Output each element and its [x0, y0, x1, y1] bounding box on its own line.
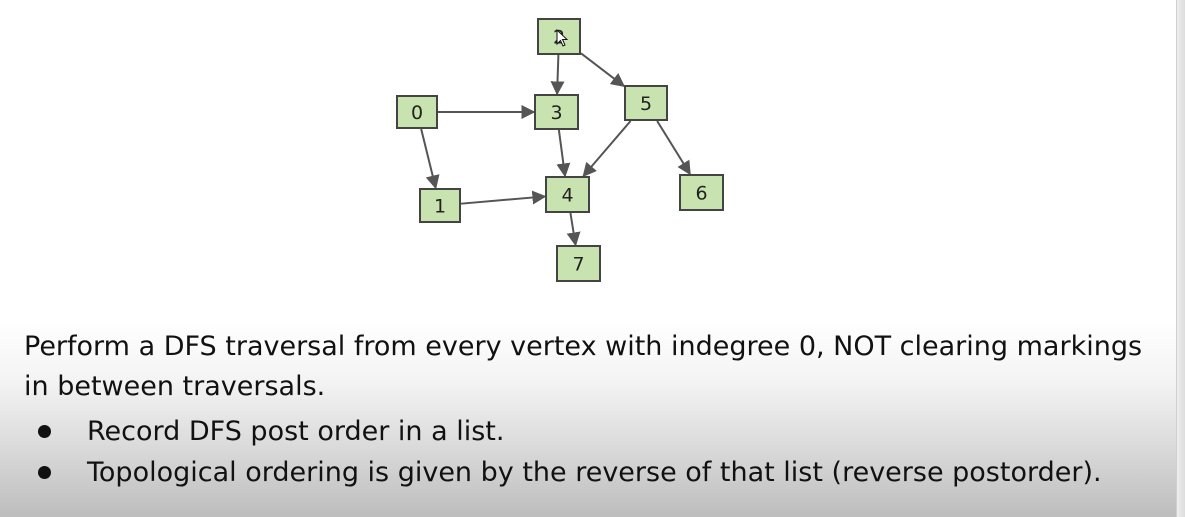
node-7: 7 [556, 245, 601, 282]
bullet-icon [38, 466, 51, 479]
node-label: 7 [572, 254, 584, 276]
node-3: 3 [534, 94, 579, 130]
edge-3-to-4 [556, 129, 571, 178]
edge-2-to-3 [550, 54, 565, 96]
node-box [624, 85, 668, 121]
node-box [545, 176, 590, 213]
node-label: 6 [695, 183, 707, 205]
edge-5-to-4 [582, 120, 632, 178]
bullet-text: Topological ordering is given by the rev… [87, 457, 1102, 488]
bullet-icon [38, 425, 51, 438]
edge-0-to-1 [420, 128, 440, 190]
edge-2-to-5 [580, 52, 626, 88]
node-0: 0 [396, 95, 438, 129]
bullet-text: Record DFS post order in a list. [87, 416, 505, 447]
mouse-pointer-icon [556, 28, 569, 47]
node-label: 1 [434, 196, 446, 218]
node-box [556, 245, 601, 282]
node-label: 4 [561, 185, 573, 207]
slide-text: Perform a DFS traversal from every verte… [24, 327, 1164, 493]
node-6: 6 [679, 174, 724, 211]
node-box [396, 95, 438, 129]
bullet-item: Topological ordering is given by the rev… [24, 452, 1164, 493]
edge-1-to-4 [460, 190, 547, 205]
bullet-item: Record DFS post order in a list. [24, 411, 1164, 452]
node-label: 3 [550, 102, 562, 124]
nodes-layer: 01234567 [396, 18, 724, 282]
node-box [419, 188, 461, 223]
node-label: 5 [640, 93, 652, 115]
graph-diagram: 01234567 [396, 18, 724, 282]
description-paragraph: Perform a DFS traversal from every verte… [24, 331, 1143, 402]
scrollbar-edge [1176, 0, 1185, 517]
edge-5-to-6 [656, 120, 691, 176]
node-5: 5 [624, 85, 668, 121]
bullet-list: Record DFS post order in a list. Topolog… [24, 411, 1164, 493]
node-label: 0 [411, 102, 423, 124]
node-box [534, 94, 579, 130]
edges-layer [420, 52, 691, 247]
node-1: 1 [419, 188, 461, 223]
node-4: 4 [545, 176, 590, 213]
node-box [679, 174, 724, 211]
edge-4-to-7 [566, 212, 581, 247]
